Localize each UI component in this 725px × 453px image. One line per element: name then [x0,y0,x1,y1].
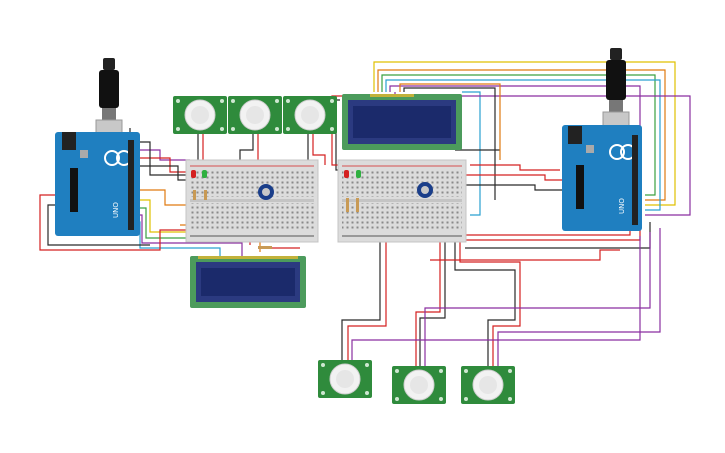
wire[interactable] [385,79,661,211]
wire[interactable] [403,87,496,200]
pir-sensor-bottom-2[interactable] [391,365,447,405]
pir-sensor-bottom-1[interactable] [317,359,373,399]
uno-label: UNO [112,202,120,218]
wire[interactable] [419,240,446,366]
wire[interactable] [462,91,481,216]
wire[interactable] [138,149,190,161]
pir-sensor-bottom-3[interactable] [460,365,516,405]
wire[interactable] [459,240,521,366]
pir-sensor-top-2[interactable] [227,95,283,135]
wire[interactable] [465,174,565,181]
resistor [204,190,207,200]
wire[interactable] [455,230,631,236]
led-red [191,170,196,178]
wire[interactable] [341,240,381,360]
resistor [258,246,272,249]
wire[interactable] [454,240,516,366]
wire[interactable] [389,85,641,132]
wire[interactable] [399,83,501,160]
breadboard-left[interactable] [185,159,319,249]
lcd-display-center[interactable] [342,94,462,150]
wire[interactable] [138,189,190,206]
lcd-display-left[interactable] [190,256,306,308]
wire[interactable] [39,194,190,251]
led-green [202,170,207,178]
arduino-uno-right[interactable]: UNO [562,48,642,231]
resistor [356,198,359,212]
wire[interactable] [424,232,651,366]
uno-label: UNO [618,198,626,214]
arduino-uno-left[interactable]: UNO [55,58,140,236]
wire[interactable] [381,74,656,196]
led-green [356,170,361,178]
potentiometer-right[interactable] [417,182,433,198]
wire[interactable] [470,164,560,171]
led-red [344,170,349,178]
wire[interactable] [465,184,565,191]
potentiometer-left[interactable] [258,184,274,200]
wire[interactable] [377,69,666,201]
wire[interactable] [138,214,243,258]
wire[interactable] [239,132,254,165]
wire[interactable] [497,228,661,366]
wire[interactable] [312,132,326,165]
wire[interactable] [415,240,441,366]
resistor [193,190,196,200]
pir-sensor-top-3[interactable] [282,95,338,135]
wire[interactable] [430,249,620,261]
resistor [346,198,349,212]
wire[interactable] [347,240,387,360]
breadboard-right[interactable] [337,159,467,243]
pir-sensor-top-1[interactable] [172,95,228,135]
wire[interactable] [373,61,676,206]
wire[interactable] [351,236,641,360]
wire[interactable] [47,204,150,246]
